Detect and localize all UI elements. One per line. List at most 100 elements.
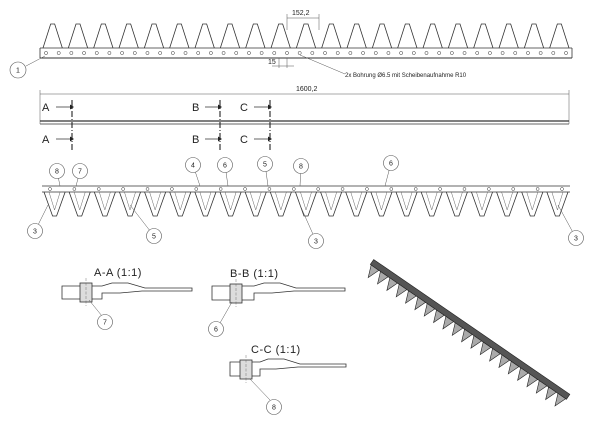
assembly-balloon-label: 8 xyxy=(299,164,303,171)
top-view-hole xyxy=(56,51,61,55)
top-view-hole xyxy=(323,51,327,55)
assembly-balloon xyxy=(185,157,201,173)
top-view-hole xyxy=(526,51,530,55)
top-view-hole xyxy=(221,51,226,55)
top-view-hole xyxy=(259,51,264,55)
top-view-hole xyxy=(373,51,378,55)
assembly-balloon xyxy=(72,163,88,179)
assembly-balloon-label: 3 xyxy=(33,229,37,236)
top-view: 152,2 15 2x Bohrung Ø6.5 mit Scheibenauf… xyxy=(9,10,573,79)
assembly-hole xyxy=(72,187,77,191)
top-view-hole xyxy=(132,51,137,55)
assembly-hole xyxy=(267,187,272,191)
assembly-hole xyxy=(121,187,125,191)
assembly-balloon xyxy=(257,156,273,172)
top-view-hole xyxy=(538,51,543,55)
top-view-hole xyxy=(82,51,86,55)
section-view-b-shape xyxy=(211,282,346,301)
top-view-hole xyxy=(335,51,340,55)
section-view-b: B-B (1:1) 6 xyxy=(208,268,346,337)
balloon-1-leader xyxy=(25,55,46,67)
assembly-hole xyxy=(535,187,540,191)
section-view-c: C-C (1:1) 8 xyxy=(229,344,347,415)
section-view-c-shape xyxy=(229,358,347,377)
section-view-a-balloon-label: 7 xyxy=(103,320,107,327)
section-view-b-balloon xyxy=(208,321,224,337)
assembly-hole xyxy=(170,187,174,191)
section-c-arrowheads xyxy=(268,104,272,142)
section-b-label-top: B xyxy=(192,102,199,114)
top-view-hole xyxy=(145,51,150,55)
assembly-hole xyxy=(389,187,394,191)
top-view-hole xyxy=(297,51,302,55)
assembly-balloon-label: 5 xyxy=(152,234,156,241)
section-a-label-top: A xyxy=(42,102,50,114)
top-view-teeth xyxy=(42,23,570,49)
top-view-hole xyxy=(437,51,442,55)
section-a-arrowheads xyxy=(70,104,74,142)
assembly-balloon-label: 7 xyxy=(78,169,82,176)
assembly-balloon xyxy=(293,158,309,174)
top-view-hole xyxy=(564,51,568,55)
top-view-hole xyxy=(348,51,353,55)
assembly-hole xyxy=(218,187,223,191)
top-view-hole xyxy=(386,51,391,55)
section-c-label-top: C xyxy=(240,102,248,114)
assembly-hole xyxy=(438,187,442,191)
top-view-hole xyxy=(424,51,429,55)
assembly-hole xyxy=(413,187,418,191)
top-view-hole xyxy=(196,51,201,55)
assembly-balloon xyxy=(49,163,65,179)
hole-note-leader xyxy=(299,54,346,75)
top-view-hole xyxy=(399,51,403,55)
assembly-balloon xyxy=(308,233,324,249)
assembly-balloon-label: 8 xyxy=(55,169,59,176)
section-view-b-title: B-B (1:1) xyxy=(230,268,279,280)
section-view-b-balloon-label: 6 xyxy=(214,327,218,334)
assembly-hole xyxy=(462,187,467,191)
section-b-arrowheads xyxy=(218,104,222,142)
section-view-b-leader xyxy=(219,301,233,324)
section-view-a-balloon xyxy=(97,314,113,330)
assembly-hole xyxy=(145,187,150,191)
section-marker-a: A A xyxy=(42,100,74,150)
top-view-hole xyxy=(234,51,239,55)
top-view-hole xyxy=(462,51,467,55)
assembly-hole xyxy=(487,187,491,191)
section-marker-c: C C xyxy=(240,100,272,150)
total-length-label: 1600,2 xyxy=(296,86,318,93)
section-view-c-balloon-label: 8 xyxy=(272,405,276,412)
assembly-hole xyxy=(511,187,515,191)
section-view-a: A-A (1:1) 7 xyxy=(61,267,193,330)
top-view-hole xyxy=(209,51,213,55)
assembly-balloon-label: 5 xyxy=(263,162,267,169)
top-view-hole xyxy=(361,51,365,55)
assembly-hole xyxy=(97,187,101,191)
isometric-bar xyxy=(369,259,571,400)
section-view-a-shape xyxy=(61,282,193,300)
balloon-1 xyxy=(9,61,27,79)
isometric-view xyxy=(367,259,571,407)
isometric-teeth xyxy=(367,264,567,407)
assembly-hole xyxy=(194,187,199,191)
top-view-hole xyxy=(488,51,492,55)
section-a-label-bottom: A xyxy=(42,134,50,146)
top-view-hole xyxy=(285,51,289,55)
top-view-hole xyxy=(170,51,175,55)
top-view-hole xyxy=(69,51,74,55)
balloon-1-label: 1 xyxy=(16,68,20,75)
assembly-hole xyxy=(292,187,296,191)
assembly-hole xyxy=(365,187,369,191)
top-view-hole xyxy=(513,51,518,55)
hole-note-label: 2x Bohrung Ø6.5 mit Scheibenaufnahme R10 xyxy=(345,73,467,79)
top-view-hole xyxy=(500,51,505,55)
top-view-hole xyxy=(107,51,112,55)
top-view-hole xyxy=(450,51,454,55)
section-view-a-leader xyxy=(88,299,103,317)
assembly-hole xyxy=(560,187,564,191)
pitch-dim-label: 152,2 xyxy=(292,10,310,17)
top-view-hole xyxy=(310,51,315,55)
